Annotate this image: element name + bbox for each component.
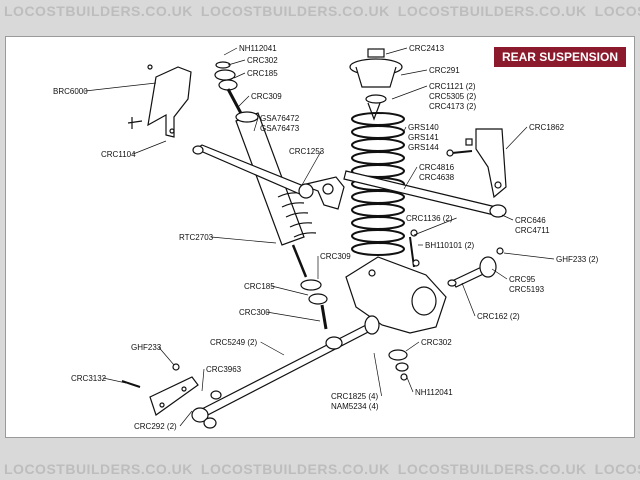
part-label: CRC309 <box>320 252 351 261</box>
leader-line <box>266 311 321 322</box>
part-label: CRC4173 (2) <box>429 102 476 111</box>
part-label: CRC1121 (2) <box>429 82 476 91</box>
watermark-text: LOCOSTBUILDERS.CO.UK <box>397 461 587 477</box>
part-label: CRC1136 (2) <box>406 214 453 223</box>
part-label: RTC2703 <box>179 233 214 242</box>
part-label: GHF233 (2) <box>556 255 599 264</box>
part-label: CRC4638 <box>419 173 455 182</box>
part-label: GRS140 <box>408 123 439 132</box>
leader-line <box>179 410 193 427</box>
part-label: CRC646 <box>515 216 546 225</box>
coil-spring-turn <box>351 112 405 126</box>
part-label: GRS141 <box>408 133 439 142</box>
part-label: CRC309 <box>251 92 282 101</box>
part-label: CRC162 (2) <box>477 312 520 321</box>
part-label: NH112041 <box>415 388 453 397</box>
watermark-text: LOCOSTBUILDERS.CO.UK <box>4 3 193 19</box>
part-label: GSA76472 <box>260 114 300 123</box>
leader-line <box>85 82 157 92</box>
watermark-text: LOCOSTBUILDERS.CO.UK <box>4 461 193 477</box>
leader-line <box>461 282 476 317</box>
leader-line <box>391 85 428 100</box>
part-label: BH110101 (2) <box>425 241 475 250</box>
coil-spring-turn <box>351 216 405 230</box>
part-label: CRC1862 <box>529 123 565 132</box>
leader-line <box>133 140 167 155</box>
leader-line <box>211 236 277 244</box>
leader-line <box>405 374 414 393</box>
leader-line <box>233 72 246 79</box>
leader-line <box>260 341 285 356</box>
part-label: NAM5234 (4) <box>331 402 379 411</box>
part-label: CRC2413 <box>409 44 445 53</box>
leader-line <box>401 126 407 136</box>
watermark-text: LOCOSTBUILDERS.CO.UK <box>594 461 640 477</box>
leader-line <box>413 217 457 236</box>
leader-line <box>158 346 175 366</box>
suspension-drawing: NH112041CRC302CRC185BRC6000CRC309GSA7647… <box>53 44 599 431</box>
part-label: GHF233 <box>131 343 162 352</box>
leader-line <box>405 341 420 352</box>
part-label: CRC1825 (4) <box>331 392 378 401</box>
watermark-text: LOCOSTBUILDERS.CO.UK <box>397 3 587 19</box>
part-label: CRC4711 <box>515 226 550 235</box>
leader-line <box>253 117 259 132</box>
part-label: CRC3963 <box>206 365 242 374</box>
leader-line <box>400 69 428 76</box>
part-label: BRC6000 <box>53 87 88 96</box>
watermark-text: LOCOSTBUILDERS.CO.UK <box>200 461 390 477</box>
watermark-banner-bottom: LOCOSTBUILDERS.CO.UK LOCOSTBUILDERS.CO.U… <box>0 458 640 480</box>
leader-line <box>505 126 528 150</box>
part-label: CRC1253 <box>289 147 325 156</box>
leader-line <box>373 352 382 397</box>
part-label: GRS144 <box>408 143 439 152</box>
part-label: CRC5305 (2) <box>429 92 476 101</box>
coil-spring-turn <box>351 125 405 139</box>
watermark-banner-top: LOCOSTBUILDERS.CO.UK LOCOSTBUILDERS.CO.U… <box>0 0 640 22</box>
leader-line <box>385 47 408 55</box>
coil-spring-turn <box>351 138 405 152</box>
leader-line <box>237 95 250 108</box>
leader-line <box>403 166 418 190</box>
leader-line <box>503 252 555 260</box>
part-label: CRC185 <box>247 69 278 78</box>
leader-line <box>201 368 205 392</box>
part-label: CRC4816 <box>419 163 455 172</box>
part-label: CRC95 <box>509 275 536 284</box>
part-label: CRC5193 <box>509 285 545 294</box>
part-label: CRC300 <box>239 308 270 317</box>
part-label: CRC291 <box>429 66 460 75</box>
part-label: CRC302 <box>421 338 452 347</box>
part-label: CRC5249 (2) <box>210 338 257 347</box>
leader-line <box>271 285 309 296</box>
part-label: CRC185 <box>244 282 275 291</box>
leader-line <box>103 377 127 384</box>
part-label: CRC302 <box>247 56 278 65</box>
coil-spring-turn <box>351 203 405 217</box>
leader-line <box>301 150 322 186</box>
part-label: NH112041 <box>239 44 277 53</box>
leader-line <box>223 47 238 56</box>
diagram-panel: REAR SUSPENSION <box>5 36 635 438</box>
coil-spring-turn <box>351 190 405 204</box>
watermark-text: LOCOSTBUILDERS.CO.UK <box>200 3 390 19</box>
coil-spring-turn <box>351 151 405 165</box>
part-label: CRC1104 <box>101 150 136 159</box>
part-label: CRC292 (2) <box>134 422 177 431</box>
coil-spring-turn <box>351 229 405 243</box>
part-label: GSA76473 <box>260 124 300 133</box>
part-label: CRC3132 <box>71 374 107 383</box>
coil-spring-turn <box>351 242 405 256</box>
watermark-text: LOCOSTBUILDERS.CO.UK <box>594 3 640 19</box>
leader-line <box>501 214 514 221</box>
diagram-title: REAR SUSPENSION <box>493 47 626 67</box>
leader-line <box>227 59 246 66</box>
leader-line <box>491 268 508 280</box>
